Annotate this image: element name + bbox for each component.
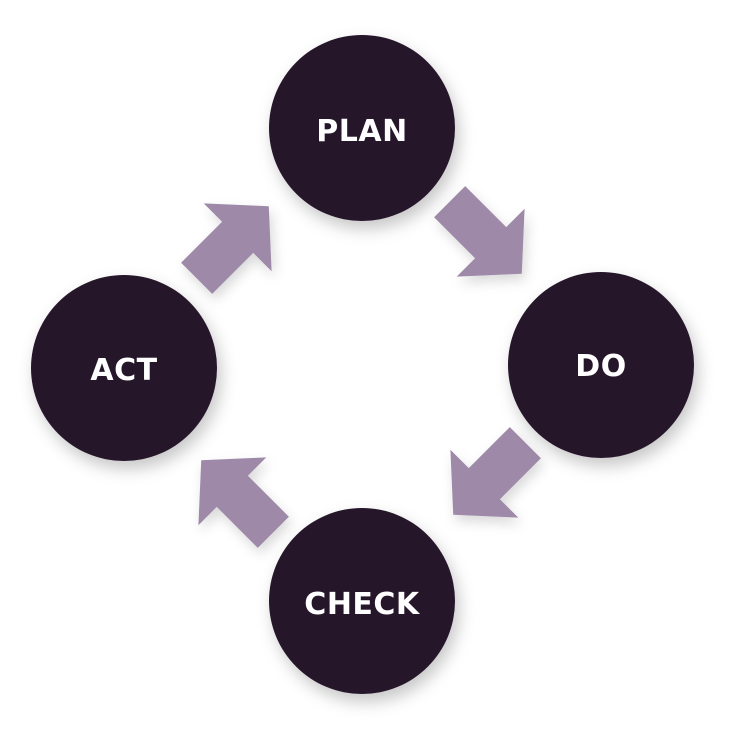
arrow-up-right-icon — [181, 203, 272, 294]
node-do-circle — [508, 272, 694, 458]
node-plan-circle — [269, 35, 455, 221]
node-check-circle — [269, 508, 455, 694]
node-check: CHECK — [269, 508, 455, 694]
node-do: DO — [508, 272, 694, 458]
arrow-down-left-icon — [450, 427, 541, 518]
node-plan: PLAN — [269, 35, 455, 221]
arrow-up-left-icon — [198, 457, 289, 548]
node-act: ACT — [31, 275, 217, 461]
node-act-label: ACT — [90, 353, 157, 388]
arrow-down-right-icon — [434, 186, 525, 277]
node-act-circle — [31, 275, 217, 461]
node-do-label: DO — [575, 349, 626, 384]
node-plan-label: PLAN — [316, 114, 407, 149]
node-check-label: CHECK — [304, 587, 421, 622]
